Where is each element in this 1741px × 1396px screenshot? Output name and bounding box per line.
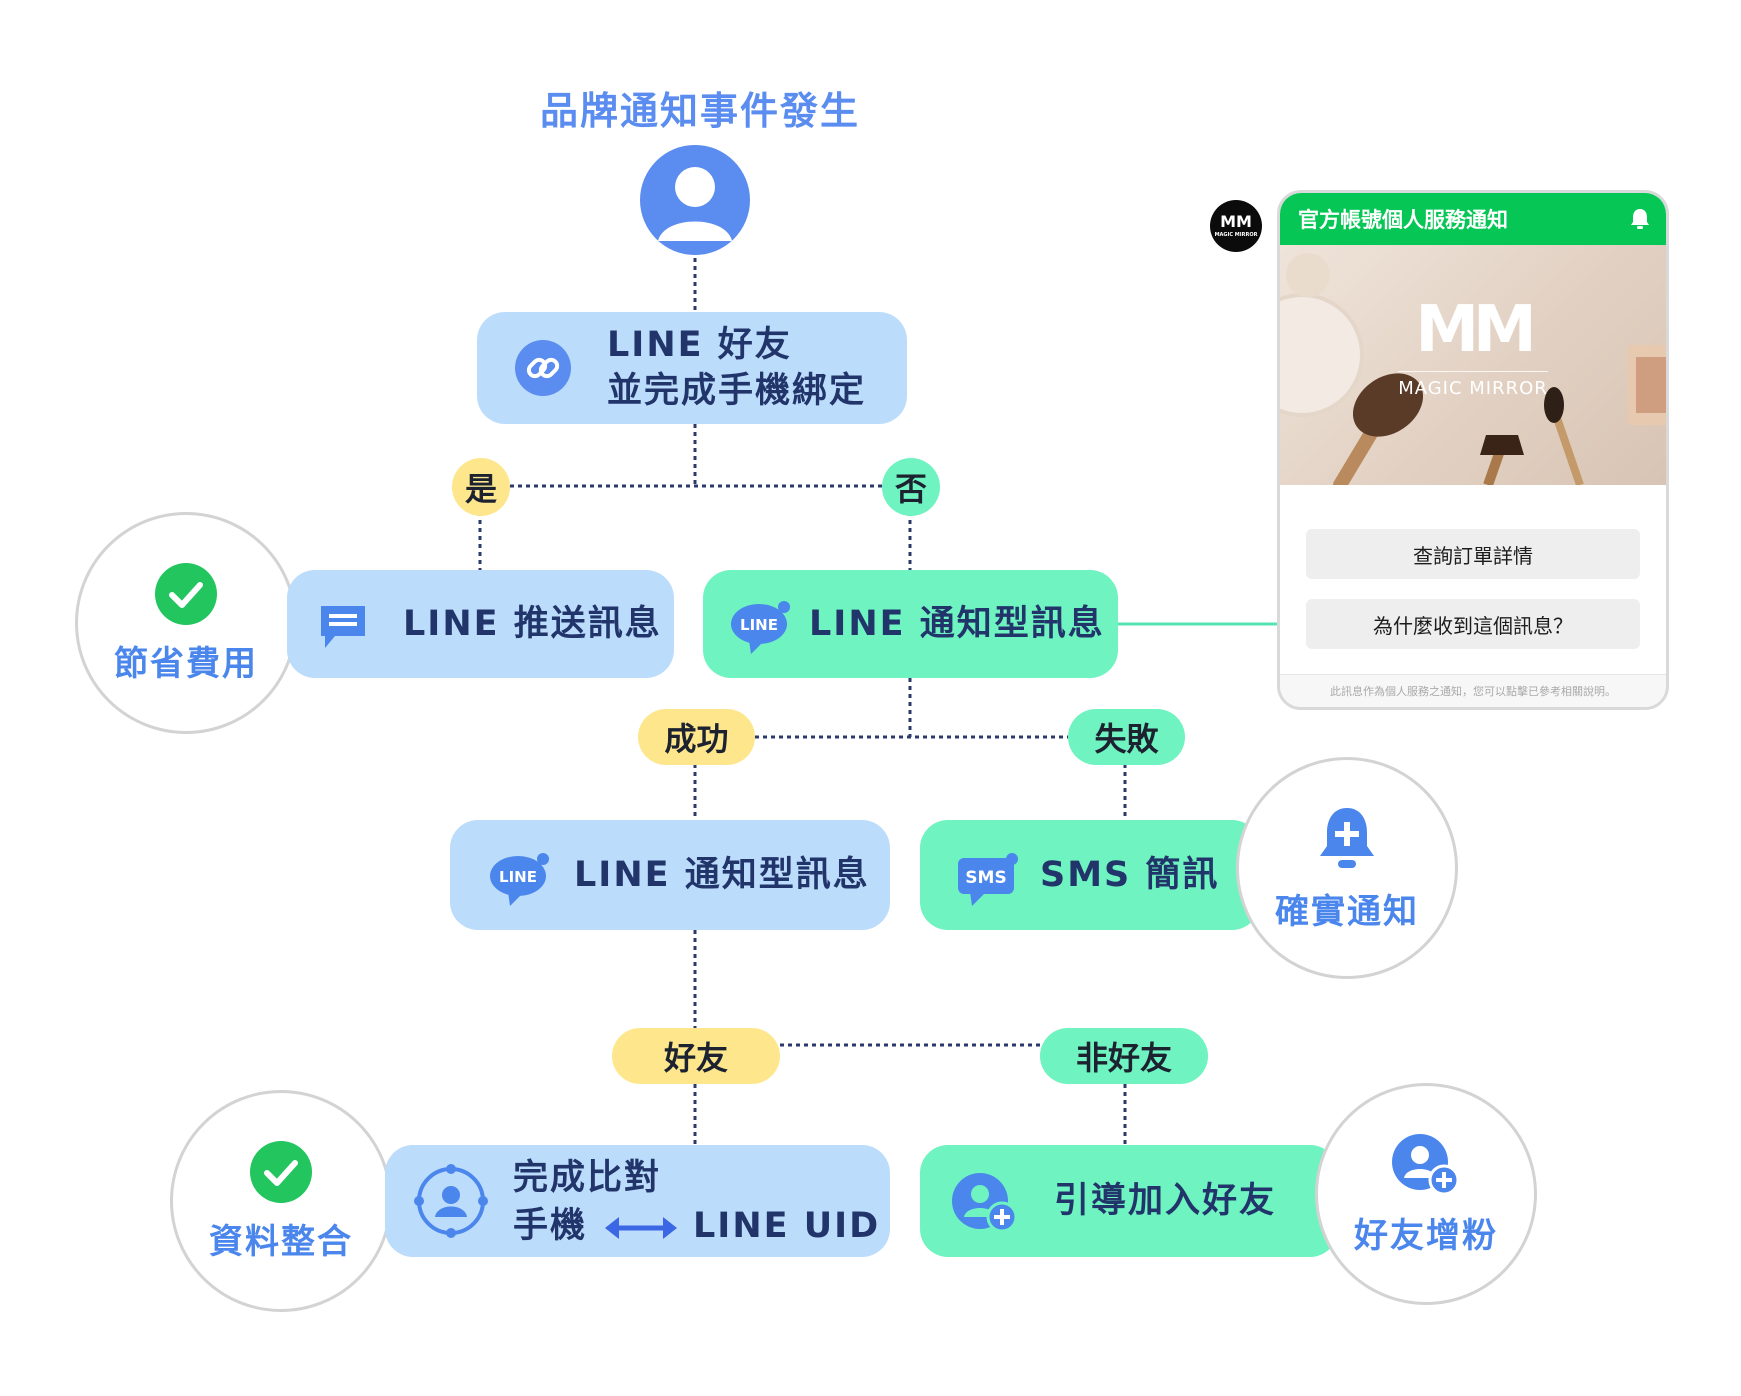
line-chat-icon: LINE xyxy=(731,601,790,654)
sms-chat-icon-text: SMS xyxy=(965,868,1006,888)
node-line-notify-top-label: LINE 通知型訊息 xyxy=(809,604,1105,644)
branch-success: 成功 xyxy=(638,709,755,765)
benefit-grow-friends: 好友增粉 xyxy=(1315,1083,1537,1305)
node-match-line1: 完成比對 xyxy=(513,1158,662,1198)
benefit-grow-friends-label: 好友增粉 xyxy=(1354,1215,1498,1256)
message-icon xyxy=(321,606,365,648)
preview-logo: MM MAGIC MIRROR xyxy=(1280,297,1666,399)
brand-avatar-text: MM xyxy=(1220,212,1252,231)
branch-yes: 是 xyxy=(452,458,510,516)
node-line-notify-top: LINE LINE 通知型訊息 xyxy=(703,570,1118,678)
preview-brand-name: MAGIC MIRROR xyxy=(1398,378,1548,399)
preview-logo-mark: MM xyxy=(1415,293,1536,367)
diagram-title: 品牌通知事件發生 xyxy=(539,89,860,133)
node-guide-add-friend: 引導加入好友 xyxy=(920,1145,1338,1257)
preview-banner-image: MM MAGIC MIRROR xyxy=(1280,245,1666,485)
makeup-brushes-illustration xyxy=(1280,253,1666,485)
line-chat-icon-text: LINE xyxy=(499,868,537,886)
node-line-friend-line1: LINE 好友 xyxy=(607,325,792,365)
user-plus-icon xyxy=(1392,1133,1460,1195)
benefit-ensure-notify: 確實通知 xyxy=(1236,757,1458,979)
check-circle-icon xyxy=(250,1140,312,1203)
preview-button-order-detail[interactable]: 查詢訂單詳情 xyxy=(1306,529,1640,579)
node-sms: SMS SMS 簡訊 xyxy=(920,820,1260,930)
node-match-line2-right: LINE UID xyxy=(693,1206,881,1246)
check-circle-icon xyxy=(155,562,217,625)
brand-avatar-sub: MAGIC MIRROR xyxy=(1214,232,1258,238)
preview-header-title: 官方帳號個人服務通知 xyxy=(1298,208,1508,232)
benefit-save-cost-label: 節省費用 xyxy=(114,643,258,684)
benefit-data-integration: 資料整合 xyxy=(170,1090,392,1312)
branch-no: 否 xyxy=(882,458,940,516)
node-line-friend-line2: 並完成手機綁定 xyxy=(607,371,867,411)
branch-friend: 好友 xyxy=(612,1028,780,1084)
node-line-push-label: LINE 推送訊息 xyxy=(403,604,662,644)
node-line-push: LINE 推送訊息 xyxy=(287,570,674,678)
sms-chat-icon: SMS xyxy=(958,853,1018,906)
line-chat-icon: LINE xyxy=(490,853,549,906)
benefit-save-cost: 節省費用 xyxy=(75,512,297,734)
double-arrow-icon xyxy=(605,1217,677,1239)
node-line-friend-binding: LINE 好友 並完成手機綁定 xyxy=(477,312,907,424)
node-sms-label: SMS 簡訊 xyxy=(1040,855,1220,895)
line-message-preview: 官方帳號個人服務通知 MM MAGIC MI xyxy=(1277,190,1669,710)
target-user-icon xyxy=(414,1164,488,1238)
benefit-ensure-notify-label: 確實通知 xyxy=(1275,891,1419,932)
benefit-data-integration-label: 資料整合 xyxy=(209,1221,353,1262)
preview-header: 官方帳號個人服務通知 xyxy=(1280,193,1666,245)
user-add-icon xyxy=(952,1173,1018,1233)
branch-non-friend: 非好友 xyxy=(1040,1028,1208,1084)
node-guide-label: 引導加入好友 xyxy=(1054,1181,1277,1221)
node-match-line2-left: 手機 xyxy=(513,1206,588,1246)
bell-plus-icon xyxy=(1320,807,1374,868)
user-avatar-icon xyxy=(640,145,750,255)
node-line-notify-mid: LINE LINE 通知型訊息 xyxy=(450,820,890,930)
link-icon xyxy=(515,340,571,396)
line-chat-icon-text: LINE xyxy=(740,616,778,634)
preview-footer: 此訊息作為個人服務之通知，您可以點擊已參考相關說明。 xyxy=(1280,674,1666,707)
brand-avatar: MM MAGIC MIRROR xyxy=(1210,200,1262,252)
node-line-notify-mid-label: LINE 通知型訊息 xyxy=(574,855,870,895)
notification-bell-icon xyxy=(1631,209,1649,229)
preview-button-why-message[interactable]: 為什麼收到這個訊息？ xyxy=(1306,599,1640,649)
node-match: 完成比對 手機 LINE UID xyxy=(385,1145,890,1257)
branch-fail: 失敗 xyxy=(1068,709,1185,765)
